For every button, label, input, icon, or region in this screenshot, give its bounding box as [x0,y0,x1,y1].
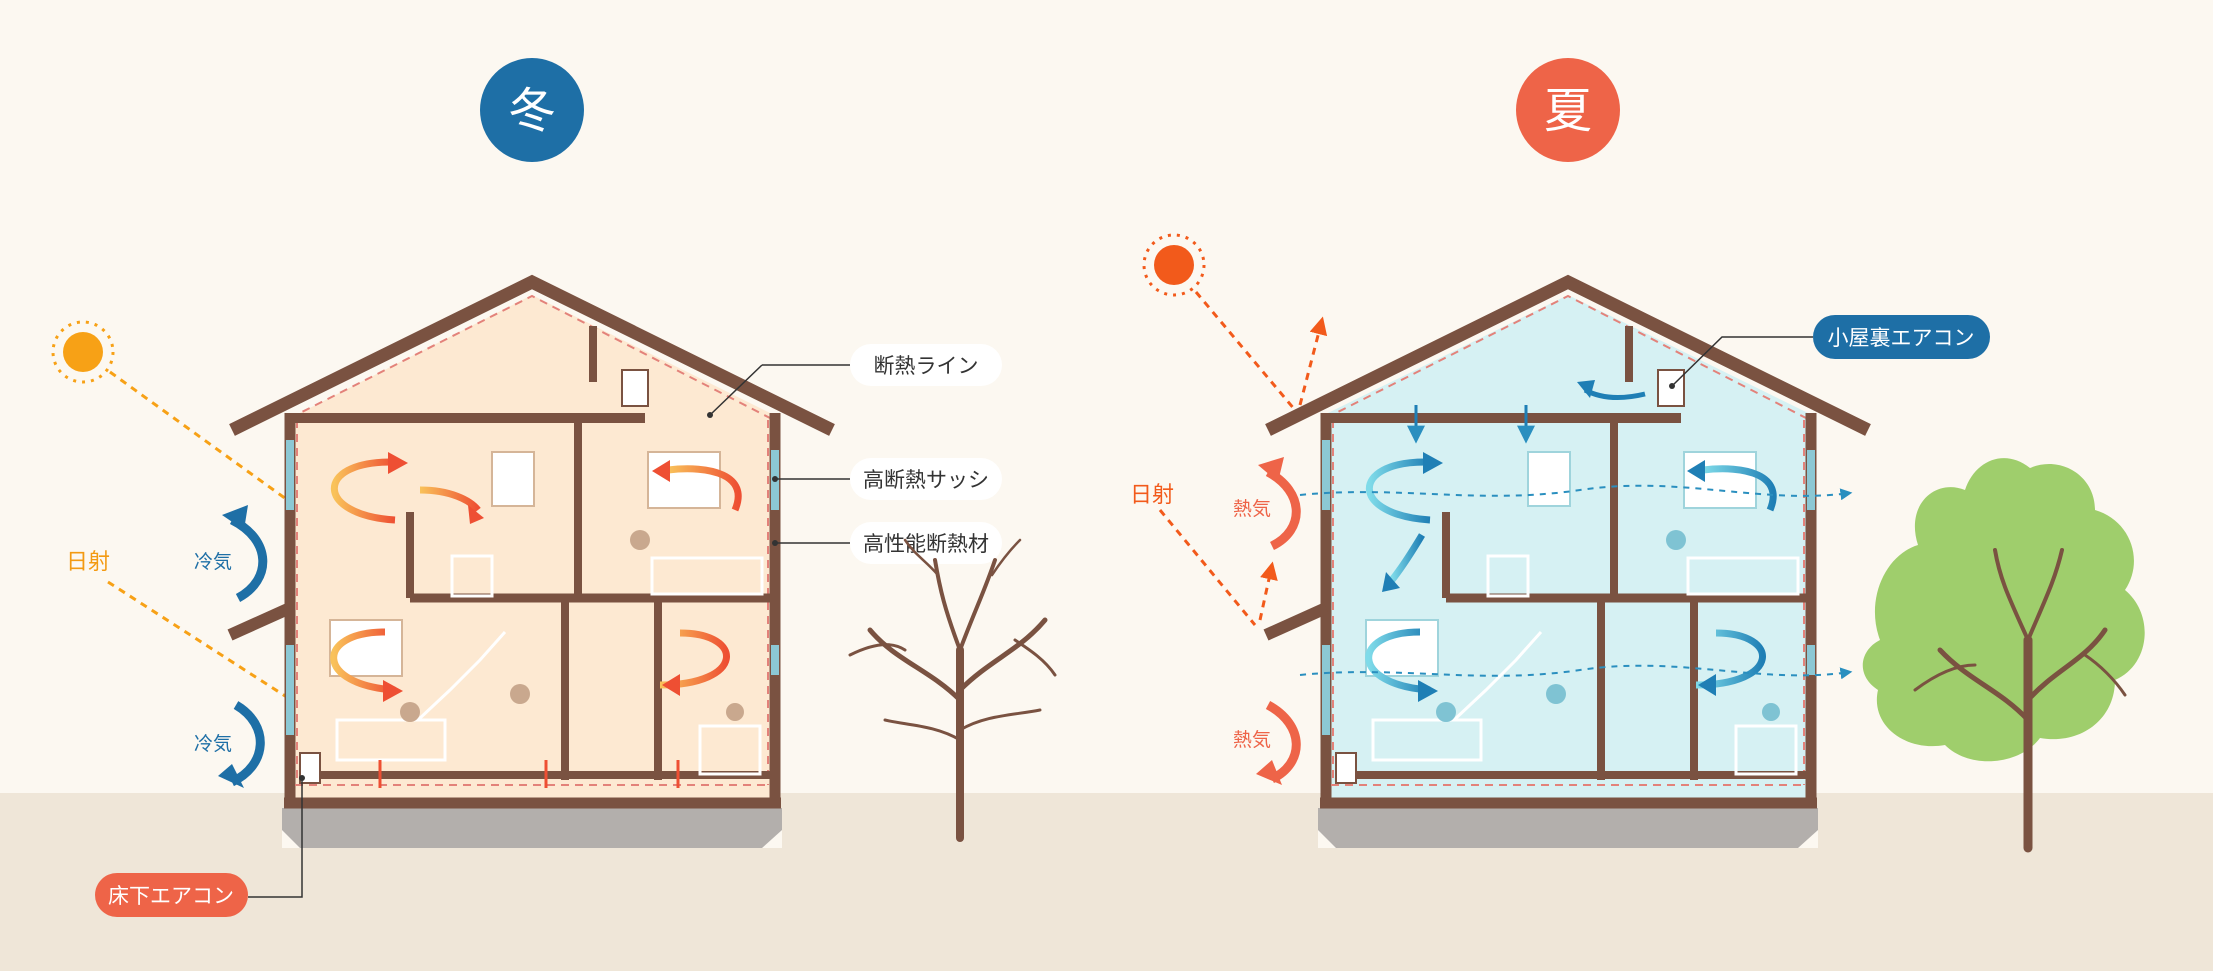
window [1807,450,1815,510]
insulation-line-label: 断熱ライン [874,354,979,378]
cool-air-arrowhead [1577,380,1595,398]
solar-ray [107,580,314,714]
cold-air-arrow [229,701,265,787]
window [771,645,779,675]
window [286,440,294,510]
cool-air-arrowhead [1423,452,1443,474]
winter-badge [480,58,584,162]
attic-ac-label: 小屋裏エアコン [1828,326,1975,350]
cold-air-arrowhead [222,505,248,530]
sun-icon [51,320,115,384]
warm-air-arrow [330,458,742,694]
winter-badge-label: 冬 [508,83,556,139]
insulation-material-callout [850,522,1002,564]
reflected-ray [1298,316,1328,406]
window [1322,645,1330,735]
breeze-line [1299,664,1853,680]
floor-heat-arrow [378,760,680,788]
winter-house [227,274,835,848]
solar-ray [1158,509,1257,626]
sun-icon [1142,233,1206,297]
hot-air-label-bottom: 熱気 [1233,729,1271,751]
cold-air-arrow [229,515,268,602]
hot-air-arrowhead [1258,457,1284,482]
cool-air-arrowhead [1382,572,1400,592]
breeze-line [1299,484,1853,501]
solar-ray [1194,291,1297,411]
warm-air-arrowhead [662,674,680,696]
solar-label: 日射 [1130,483,1174,508]
hot-air-arrow [1265,701,1301,784]
summer-panel: 夏 日射 熱気 熱気 [1130,58,2145,853]
hot-air-arrowhead [1256,760,1282,785]
leafy-tree [1862,458,2145,853]
cool-air-arrowhead [1698,674,1716,696]
high-sash-label: 高断熱サッシ [863,468,989,492]
cool-air-arrowhead [1418,680,1438,702]
reflected-ray [1258,561,1278,621]
warm-air-arrowhead [652,460,670,482]
warm-air-arrowhead [468,505,484,524]
cold-air-label-top: 冷気 [194,551,232,573]
attic-ac-badge [1813,315,1990,359]
window [286,645,294,735]
insulation-line-callout [850,344,1002,386]
cool-air-arrow [1365,458,1777,694]
winter-panel: 冬 日射 冷気 冷気 [51,58,1057,917]
solar-ray [109,370,321,525]
underfloor-ac-label: 床下エアコン [108,884,234,908]
summer-badge-label: 夏 [1544,83,1592,139]
summer-badge [1516,58,1620,162]
warm-air-arrowhead [383,680,403,702]
window [1322,440,1330,510]
solar-label: 日射 [66,550,110,575]
hot-air-arrow [1265,468,1301,551]
summer-house [1263,274,1871,848]
downdraft-arrow [1407,405,1535,444]
window [1807,645,1815,675]
warm-air-arrowhead [388,452,408,474]
cold-air-arrowhead [218,764,244,788]
hot-air-label-top: 熱気 [1233,498,1271,520]
bare-tree [848,538,1057,842]
underfloor-ac-badge [95,873,248,917]
high-sash-callout [850,458,1002,500]
cold-air-label-bottom: 冷気 [194,733,232,755]
cool-air-arrowhead [1687,460,1705,482]
insulation-material-label: 高性能断熱材 [863,532,989,556]
